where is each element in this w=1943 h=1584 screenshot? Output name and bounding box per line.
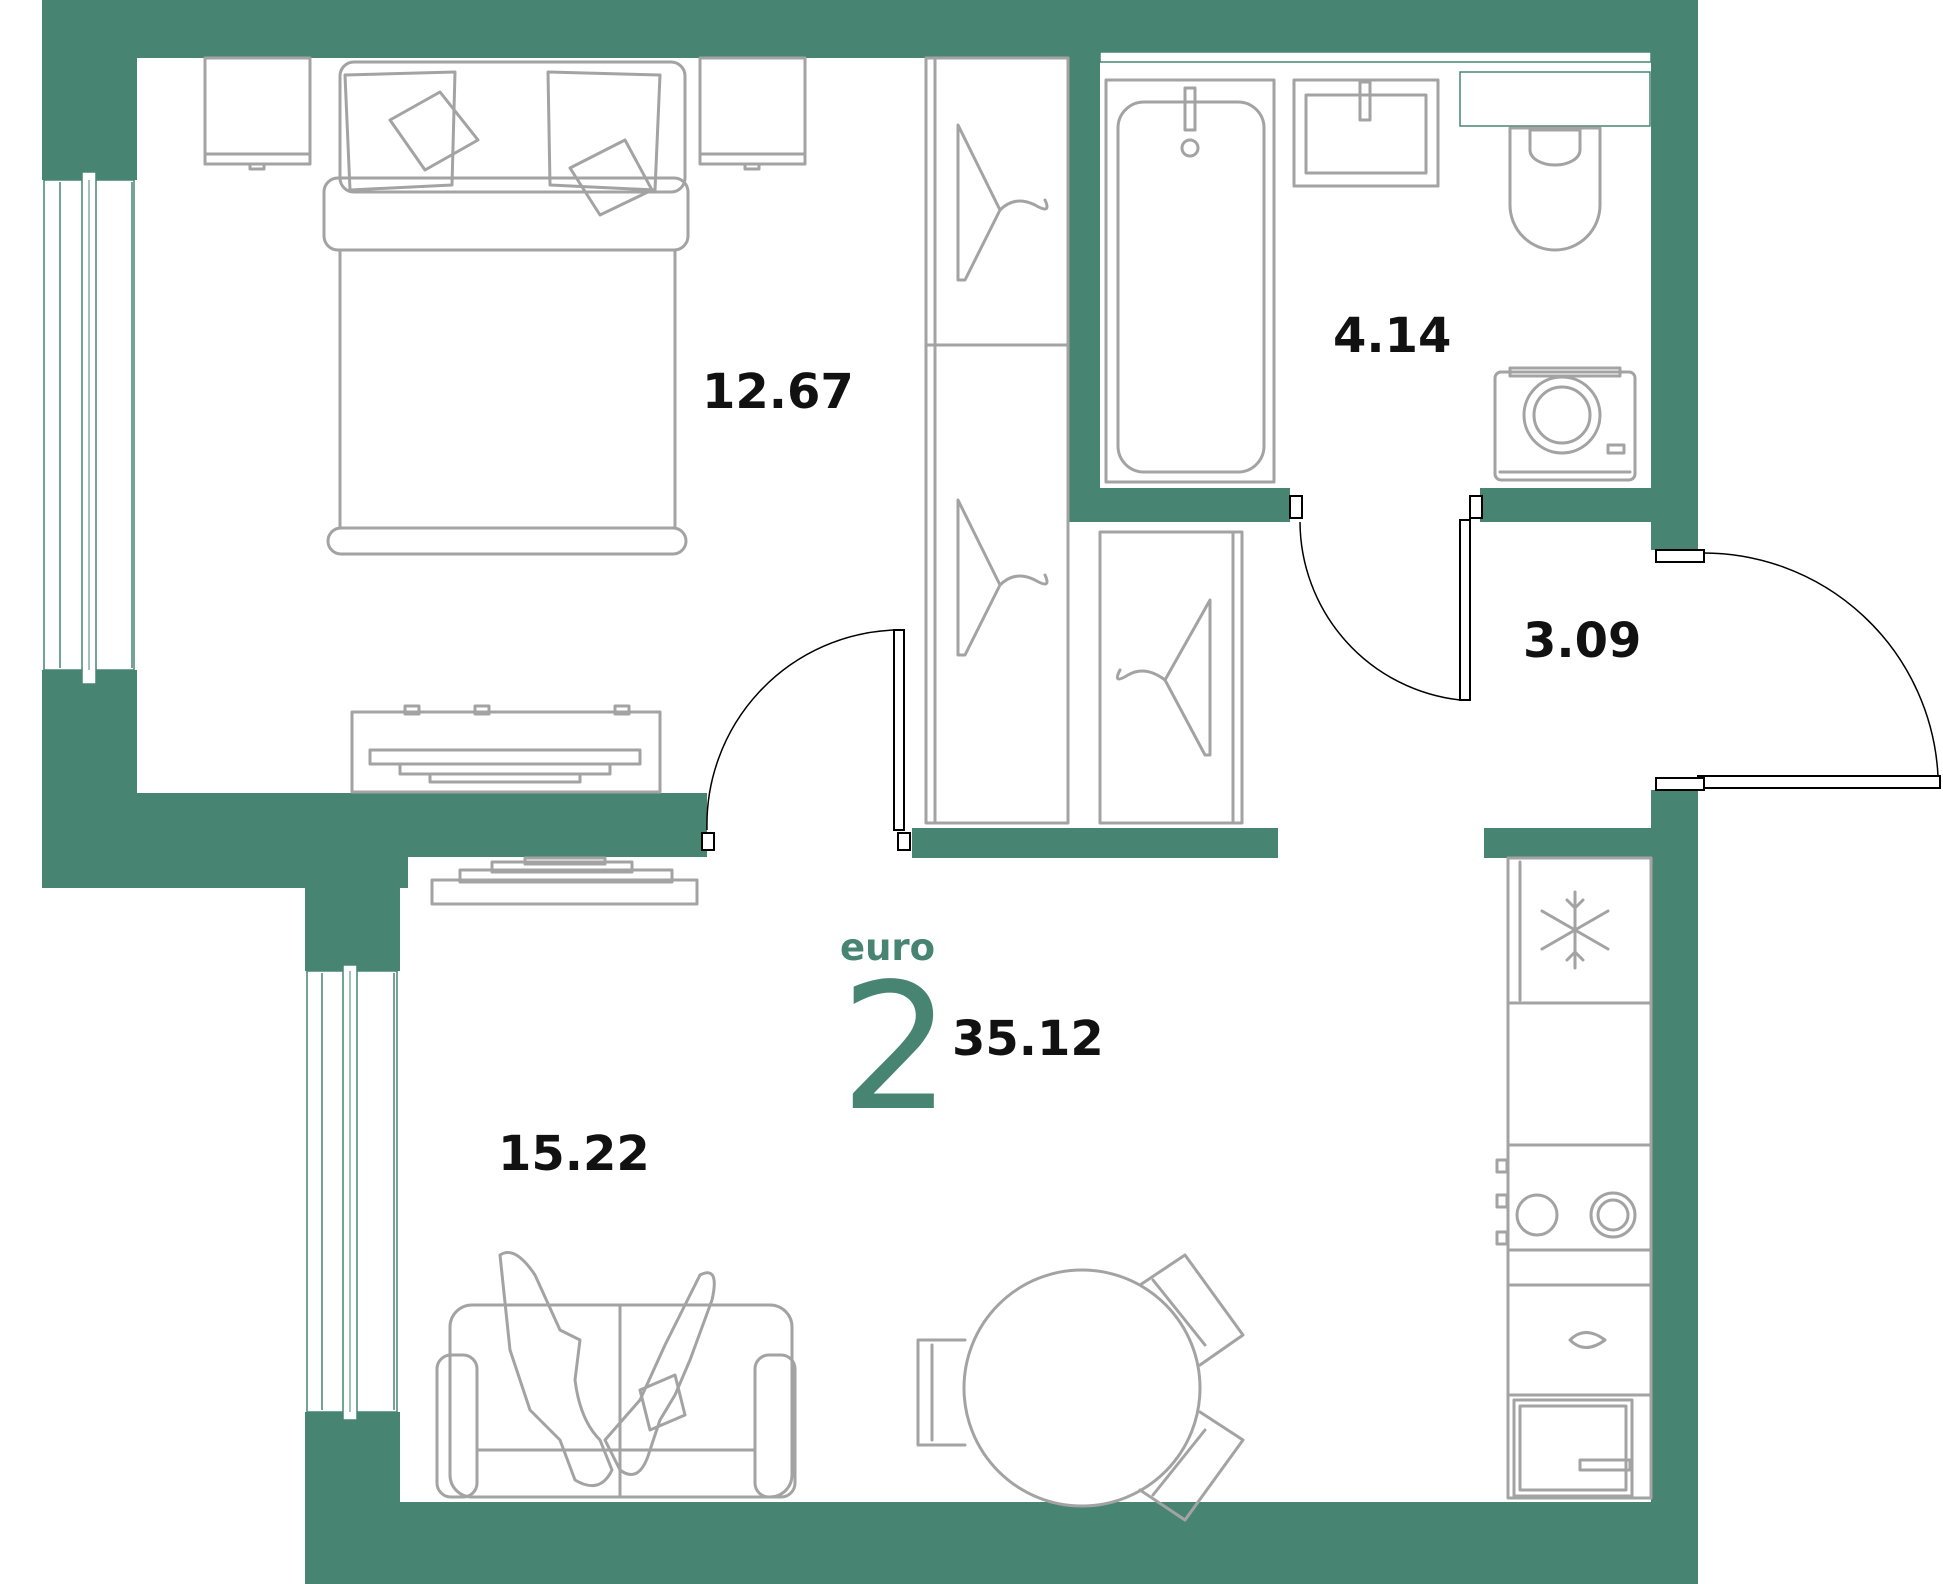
window-bathroom (1099, 51, 1652, 127)
walls (42, 0, 1698, 1584)
bed-icon (322, 60, 690, 556)
area-hallway: 3.09 (1523, 613, 1641, 669)
total-area: 35.12 (952, 1011, 1104, 1067)
door-bedroom (701, 629, 911, 851)
tv-icon (430, 856, 699, 906)
fridge-icon (1506, 856, 1653, 1005)
nightstand-right-icon (698, 56, 807, 171)
area-bathroom: 4.14 (1333, 308, 1451, 364)
washing-machine-icon (1493, 366, 1637, 482)
tv-stand-icon (350, 704, 662, 794)
sink-icon (1292, 78, 1440, 188)
rooms-count: 2 (840, 947, 951, 1150)
door-bathroom (1289, 495, 1483, 701)
kitchen-sink-icon (1506, 1283, 1653, 1498)
apartment-type-label: euro (840, 926, 935, 969)
wardrobe-hall-icon (1098, 530, 1244, 825)
wardrobe-icon (924, 56, 1070, 825)
window-bedroom (43, 171, 135, 685)
dining-table-icon (916, 1253, 1245, 1522)
bathtub-icon (1104, 78, 1276, 484)
window-living (306, 964, 398, 1421)
door-entrance (1655, 549, 1941, 791)
area-bedroom: 12.67 (702, 364, 854, 420)
area-living: 15.22 (498, 1126, 650, 1182)
toilet-icon (1508, 126, 1602, 252)
nightstand-left-icon (203, 56, 312, 171)
sofa-icon (435, 1251, 797, 1499)
kitchen-counter (1506, 856, 1653, 1500)
stove-icon (1495, 1143, 1653, 1252)
